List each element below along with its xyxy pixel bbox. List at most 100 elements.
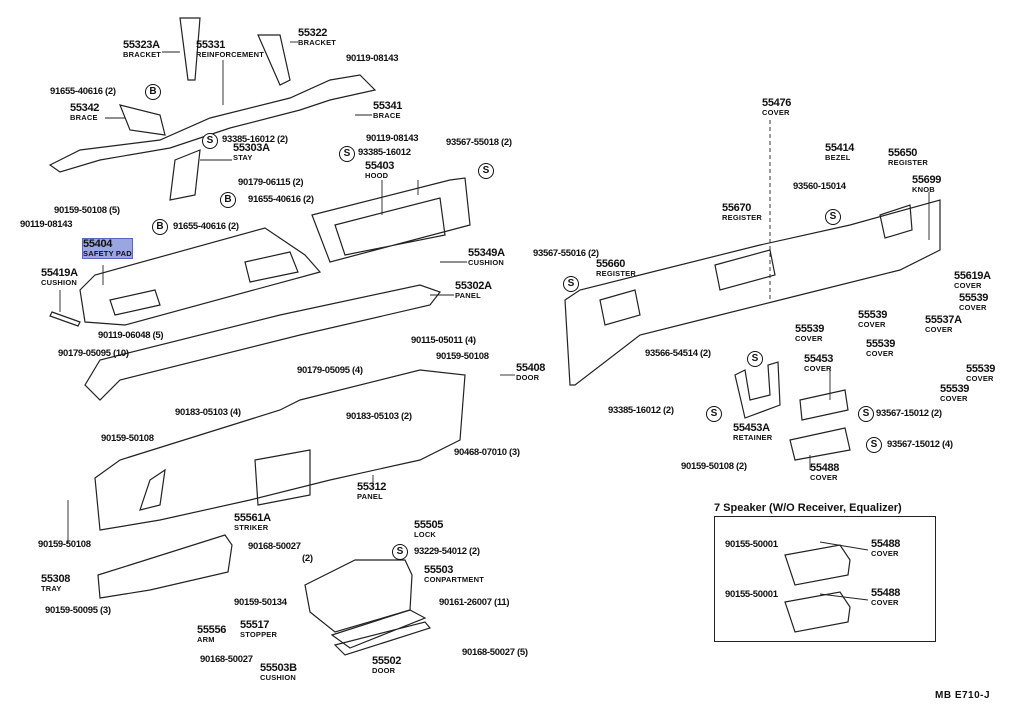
fastener-callout[interactable]: 90159-50108 [436, 351, 489, 362]
fastener-callout[interactable]: 93567-15012 (4) [887, 439, 953, 450]
fastener-callout[interactable]: 93385-16012 (2) [608, 405, 674, 416]
s-marker-icon: S [858, 406, 874, 422]
part-name: REGISTER [722, 213, 762, 222]
fastener-callout[interactable]: (2) [302, 553, 313, 564]
fastener-callout[interactable]: 90119-06048 (5) [98, 330, 164, 341]
fastener-callout[interactable]: 93567-15012 (2) [876, 408, 942, 419]
part-number: 55341 [373, 100, 403, 112]
fastener-callout[interactable]: 93385-16012 [358, 147, 411, 158]
diagram-code: MB E710-J [935, 690, 991, 701]
fastener-callout[interactable]: 90159-50095 (3) [45, 605, 111, 616]
fastener-callout[interactable]: 93567-55018 (2) [446, 137, 512, 148]
fastener-callout[interactable]: 90115-05011 (4) [411, 335, 476, 346]
part-name: TRAY [41, 584, 62, 593]
fastener-callout[interactable]: 90159-50108 (5) [54, 205, 120, 216]
s-marker-icon: S [478, 163, 494, 179]
fastener-callout[interactable]: 93567-55016 (2) [533, 248, 599, 259]
part-name: COVER [940, 394, 968, 403]
fastener-callout[interactable]: 90168-50027 (5) [462, 647, 528, 658]
fastener-callout[interactable]: 90159-50108 [101, 433, 154, 444]
fastener-callout[interactable]: 90179-06115 (2) [238, 177, 304, 188]
fastener-callout[interactable]: 93385-16012 (2) [222, 134, 288, 145]
fastener-callout[interactable]: 90159-50108 (2) [681, 461, 747, 472]
fastener-callout[interactable]: 90159-50108 [38, 539, 91, 550]
fastener-callout[interactable]: 93229-54012 (2) [414, 546, 480, 557]
part-name: CUSHION [260, 673, 296, 682]
part-number: 55650 [888, 147, 918, 159]
fastener-callout[interactable]: 90159-50134 [234, 597, 287, 608]
fastener-callout[interactable]: 90179-05095 (4) [297, 365, 363, 376]
fastener-callout[interactable]: 90119-08143 [346, 53, 399, 64]
fastener-callout[interactable]: 90468-07010 (3) [454, 447, 520, 458]
inset-screw-1[interactable]: 90155-50001 [725, 539, 778, 550]
part-name: COVER [762, 108, 790, 117]
part-number: 55503 [424, 564, 454, 576]
fastener-callout[interactable]: 90183-05103 (2) [346, 411, 412, 422]
part-name: HOOD [365, 171, 389, 180]
fastener-callout[interactable]: 90183-05103 (4) [175, 407, 241, 418]
inset-screw-2[interactable]: 90155-50001 [725, 589, 778, 600]
fastener-callout[interactable]: 93560-15014 [793, 181, 846, 192]
fastener-callout[interactable]: 91655-40616 (2) [173, 221, 239, 232]
fastener-callout[interactable]: 90161-26007 (11) [439, 597, 510, 608]
part-name: COVER [795, 334, 823, 343]
part-name: KNOB [912, 185, 935, 194]
part-number: 55323A [123, 39, 160, 51]
fastener-callout[interactable]: 91655-40616 (2) [50, 86, 116, 97]
part-name: COVER [925, 325, 953, 334]
fastener-callout[interactable]: 90179-05095 (10) [58, 348, 129, 359]
part-name: COVER [866, 349, 894, 358]
fastener-callout[interactable]: 90119-08143 [20, 219, 73, 230]
fastener-callout[interactable]: 90168-50027 [248, 541, 301, 552]
fastener-callout[interactable]: 93566-54514 (2) [645, 348, 711, 359]
fastener-callout[interactable]: 90119-08143 [366, 133, 419, 144]
part-number: 55419A [41, 267, 78, 279]
s-marker-icon: S [339, 146, 355, 162]
fastener-callout[interactable]: 90168-50027 [200, 654, 253, 665]
fastener-callout[interactable]: 91655-40616 (2) [248, 194, 314, 205]
part-name: ARM [197, 635, 215, 644]
part-number: 55539 [966, 363, 996, 375]
cushion-strip [49, 311, 81, 327]
